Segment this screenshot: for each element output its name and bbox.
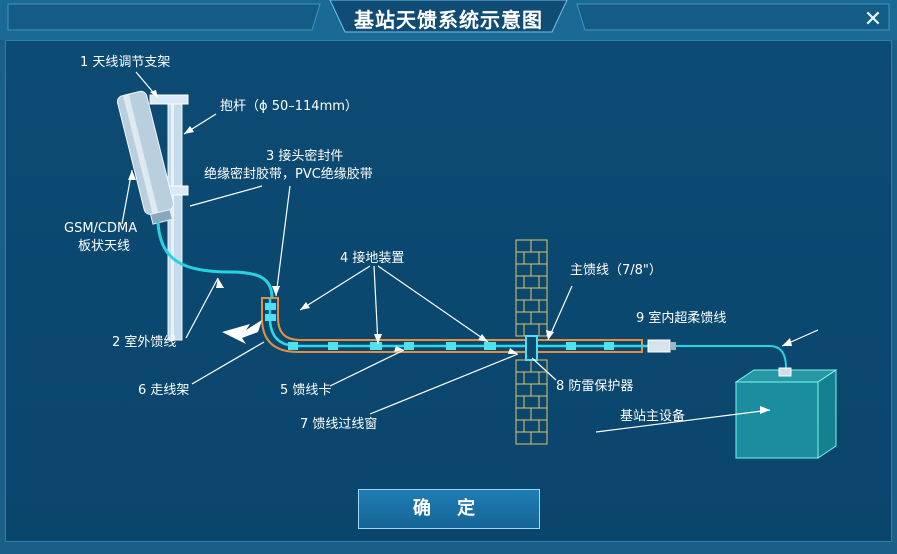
title-bar-shape [0,0,897,40]
label-seal-2: 绝缘密封胶带，PVC绝缘胶带 [204,166,373,182]
label-cable-tray: 6 走线架 [138,383,189,398]
label-seal-1: 3 接头密封件 [266,148,343,164]
outdoor-feeder-cable [156,221,274,299]
feedthrough-window [525,335,538,361]
feeder-clip [566,342,576,350]
label-main-feeder: 主馈线（7/8"） [570,263,662,278]
direction-arrow-icon [222,320,262,344]
feeder-clip [604,342,614,350]
confirm-button[interactable]: 确 定 [358,489,540,529]
feeder-clip [328,342,338,350]
label-antenna-1: GSM/CDMA [64,221,137,236]
arrow-heads [128,90,792,414]
feeder-clip [404,342,414,350]
feeder-clip [446,342,456,350]
bts-equipment [734,367,838,459]
label-lightning: 8 防雷保护器 [556,378,633,394]
label-antenna-2: 板状天线 [78,239,130,254]
label-feedthrough: 7 馈线过线窗 [300,416,377,432]
label-pole: 抱杆（ϕ 50–114mm） [220,98,358,114]
seal-block-2 [265,314,276,321]
label-grounding: 4 接地装置 [340,250,404,266]
bracket-top [149,94,189,105]
seal-block-1 [265,303,276,310]
close-icon[interactable]: ✕ [863,7,883,32]
feeder-clip [370,342,382,350]
lightning-arrester [647,339,671,353]
panel-antenna [116,90,175,225]
title-bar: 基站天馈系统示意图 ✕ [0,0,897,40]
label-jumper: 9 室内超柔馈线 [636,310,726,326]
label-bracket: 1 天线调节支架 [80,55,170,70]
feeder-clip [288,342,298,350]
label-feeder-clip: 5 馈线卡 [280,383,331,398]
label-bts: 基站主设备 [620,408,685,424]
leader-lines [121,71,819,433]
dialog-title: 基站天馈系统示意图 [354,8,543,32]
lightning-arrester-cap [670,342,676,350]
indoor-jumper-cable [676,345,787,369]
feeder-clip [484,342,496,350]
label-outdoor-feeder: 2 室外馈线 [112,334,176,350]
